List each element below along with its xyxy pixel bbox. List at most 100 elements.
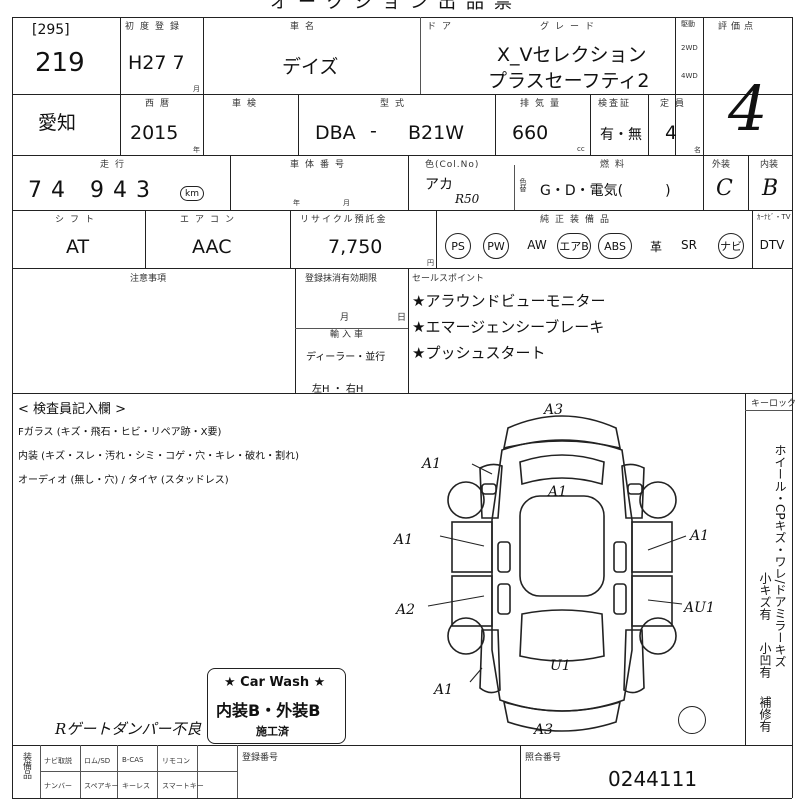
type-code: B21W xyxy=(408,122,464,144)
car-right-rear-door xyxy=(631,575,673,627)
inspector-note-1: Fガラス (キズ・飛石・ヒビ・リペア跡・X要) xyxy=(18,427,222,438)
mark-a1-front-left: A1 xyxy=(420,456,441,472)
type-prefix: DBA xyxy=(315,122,356,144)
sales-point-3: ★プッシュスタート xyxy=(412,344,546,362)
fender-rear-left xyxy=(479,629,501,694)
car-name-label: 車名 xyxy=(290,22,321,32)
capacity-value: 4 xyxy=(665,122,678,144)
score-label: 評価点 xyxy=(718,22,758,32)
mark-section-label: 登録抹消有効期限 xyxy=(305,274,378,284)
inspection-label: 検査証 xyxy=(598,99,632,109)
side-note-1: ホイール・CPキズ・ワレ/ドアミラーキズ xyxy=(773,444,787,668)
color-value: アカ xyxy=(425,177,453,193)
shift-value: AT xyxy=(66,236,90,258)
equip-ps: PS xyxy=(445,233,471,259)
first-reg-label: 初度登録 xyxy=(125,22,186,32)
bottom-item-5: ナンバー xyxy=(44,782,72,790)
bottom-item-4: リモコン xyxy=(162,757,190,765)
shift-label: シフト xyxy=(55,215,101,225)
fender-rear-right xyxy=(623,629,645,694)
reg-label: 車検 xyxy=(232,99,263,109)
lot-number: 219 xyxy=(35,48,85,78)
car-rear-outline xyxy=(502,700,622,732)
drive-4wd: 4WD xyxy=(681,72,698,80)
year-suffix: 年 xyxy=(193,146,200,154)
region: 愛知 xyxy=(38,112,77,134)
equip-airbag: エアB xyxy=(557,233,591,259)
displacement-label: 排気量 xyxy=(520,99,566,109)
mark-a3-front: A3 xyxy=(542,402,563,418)
vin-label: 車体番号 xyxy=(290,160,351,170)
interior-label: 内装 xyxy=(760,160,779,170)
equip-abs: ABS xyxy=(598,233,632,259)
grade-label: グレード xyxy=(540,22,601,32)
fender-front-right xyxy=(621,463,645,519)
bottom-item-7: キーレス xyxy=(122,782,150,790)
fender-front-left xyxy=(479,463,503,519)
fuel-label: 燃料 xyxy=(600,160,631,170)
km-unit: km xyxy=(180,186,204,201)
wheel-rear-left xyxy=(447,617,485,655)
exterior-label: 外装 xyxy=(712,160,731,170)
side-note-4: 補修有 xyxy=(758,696,772,732)
sales-point-1: ★アラウンドビューモニター xyxy=(412,292,606,310)
grade-line1: X_Vセレクション xyxy=(497,44,647,66)
grade-line2: プラスセーフティ2 xyxy=(488,70,650,92)
fuel-value: G・D・電気( ) xyxy=(540,183,671,199)
dealer-label: ディーラー・並行 xyxy=(306,352,386,363)
inspector-heading: < 検査員記入欄 > xyxy=(18,402,127,417)
type-dash: - xyxy=(370,120,377,142)
color-label: 色(Col.No) xyxy=(425,160,480,170)
mark-u1-rear: U1 xyxy=(550,658,571,674)
mark-au1-right-rear: AU1 xyxy=(682,600,715,616)
equip-airbag-label: エアB xyxy=(559,240,589,253)
equip-pw: PW xyxy=(483,233,509,259)
handwritten-note: Rゲートダンパー不良 xyxy=(55,720,202,738)
options-label: 純正装備品 xyxy=(540,215,616,225)
inspection-value: 有・無 xyxy=(600,127,642,143)
exterior-grade: C xyxy=(716,176,733,201)
side-note-2: 小キズ有 xyxy=(758,572,772,620)
keylock-label: キーロック xyxy=(751,399,797,409)
sheet-title: オークション出品票 xyxy=(270,0,522,13)
mark-a3-rear: A3 xyxy=(532,722,553,738)
month-label: 月 xyxy=(340,313,350,323)
drive-label: 駆動 xyxy=(681,20,695,28)
interior-grade: B xyxy=(762,176,779,201)
sales-points-label: セールスポイント xyxy=(412,274,485,284)
year-value: 2015 xyxy=(130,122,179,144)
car-right-front-window xyxy=(613,541,627,573)
color-code: R50 xyxy=(455,192,480,206)
notes-label: 注意事項 xyxy=(130,274,167,284)
recycle-unit: 円 xyxy=(427,259,434,267)
car-windshield xyxy=(519,454,605,486)
car-rear-window xyxy=(519,609,605,662)
car-wash-done: 施工済 xyxy=(256,725,289,738)
navi-tv-label: ｶｰﾅﾋﾞ・TV xyxy=(757,213,791,221)
displacement-value: 660 xyxy=(512,122,549,144)
vin-month-suffix: 月 xyxy=(343,199,350,207)
car-left-front-door xyxy=(451,521,493,573)
equip-dtv: DTV xyxy=(759,238,785,252)
bottom-item-6: スペアキー xyxy=(84,782,119,790)
bottom-item-3: B-CAS xyxy=(122,756,144,764)
car-left-rear-window xyxy=(497,583,511,615)
displacement-unit: cc xyxy=(577,145,585,153)
equip-aw: AW xyxy=(527,238,547,252)
wheel-front-right xyxy=(639,481,677,519)
mark-a1-rear-left: A1 xyxy=(432,682,453,698)
bottom-item-2: ロム/SD xyxy=(84,757,111,765)
mark-a1-left-door: A1 xyxy=(392,532,413,548)
drive-2wd: 2WD xyxy=(681,44,698,52)
day-label: 日 xyxy=(397,313,407,323)
equip-navi: ナビ xyxy=(718,233,744,259)
auction-code: [295] xyxy=(32,22,70,38)
inspector-note-3: オーディオ (無し・穴) / タイヤ (スタッドレス) xyxy=(18,475,229,486)
car-front-outline xyxy=(502,415,622,450)
equip-ps-label: PS xyxy=(451,239,465,253)
equip-abs-label: ABS xyxy=(604,239,626,253)
year-label: 西暦 xyxy=(145,99,176,109)
handle-label: 左H ・ 右H xyxy=(312,384,364,395)
capacity-unit: 名 xyxy=(694,146,701,154)
